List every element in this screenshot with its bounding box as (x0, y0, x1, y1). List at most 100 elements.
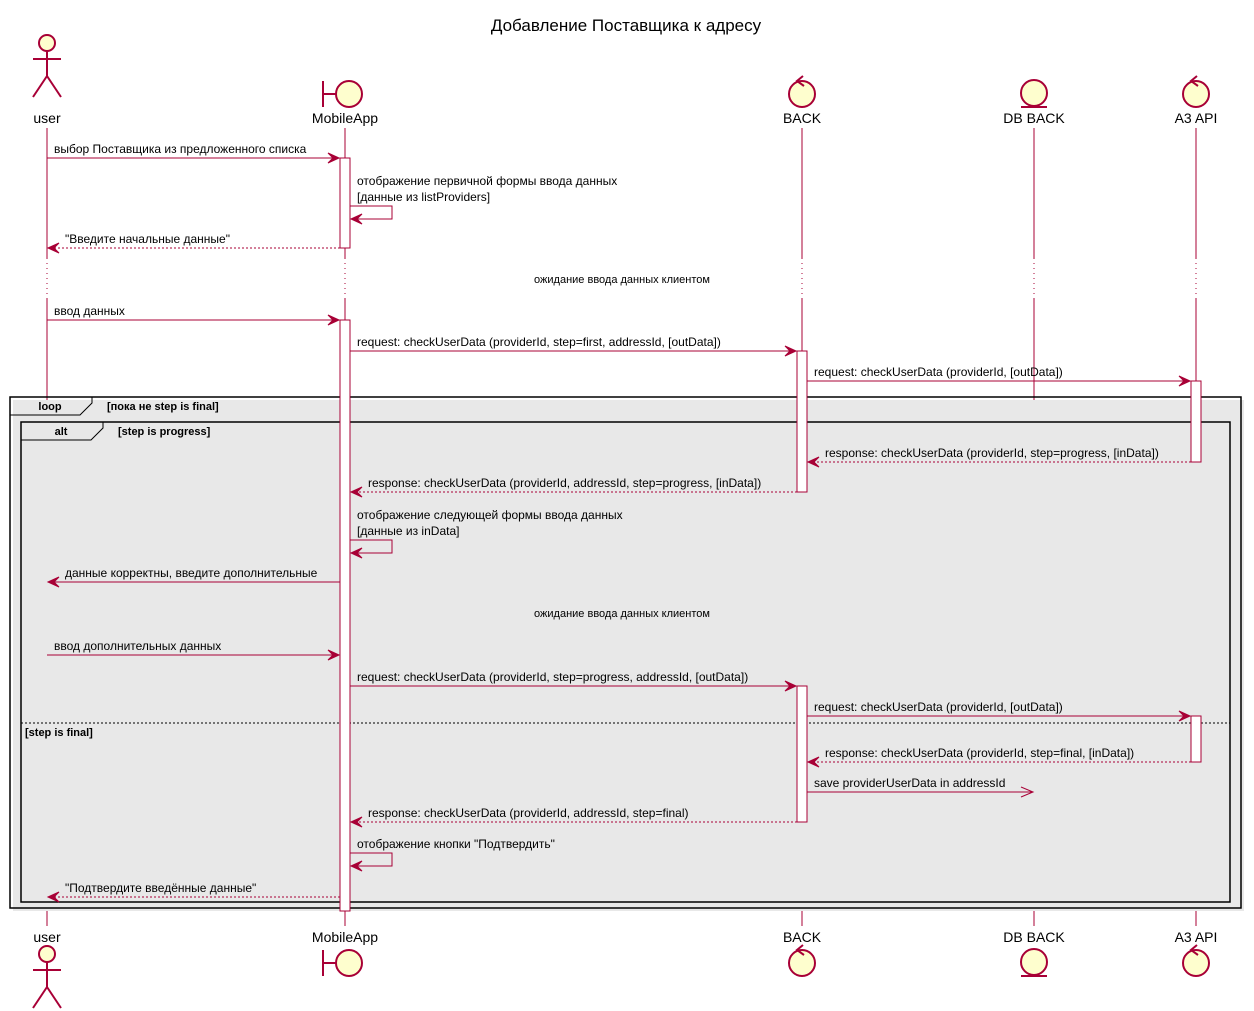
self-arrow (350, 539, 393, 554)
message-label: [данные из listProviders] (357, 190, 490, 204)
participant-label: user (33, 110, 61, 126)
message-label: [данные из inData] (357, 524, 459, 538)
control-icon (1182, 75, 1210, 108)
boundary-icon (322, 80, 363, 108)
message-1: выбор Поставщика из предложенного списка (47, 142, 341, 164)
message-12: request: checkUserData (providerId, step… (350, 670, 798, 692)
arrowhead (327, 314, 341, 326)
arrowhead (1178, 375, 1192, 387)
alt-frame: alt [step is progress] [step is final] (20, 421, 1233, 905)
arrowhead (349, 486, 363, 498)
alt-frame-keyword: alt (55, 426, 68, 438)
actor-icon (32, 945, 62, 1009)
message-label: request: checkUserData (providerId, step… (357, 670, 748, 684)
message-11: ввод дополнительных данных (47, 639, 341, 661)
loop-frame-guard: [пока не step is final] (107, 401, 219, 413)
arrowhead-open (1020, 786, 1035, 798)
arrowhead (46, 891, 60, 903)
message-label: выбор Поставщика из предложенного списка (54, 142, 307, 156)
message-label: данные корректны, введите дополнительные (65, 566, 318, 580)
boundary-icon (322, 949, 363, 977)
participant-label: MobileApp (312, 110, 378, 126)
alt-frame-guard: [step is progress] (118, 426, 211, 438)
delay-label: ожидание ввода данных клиентом (534, 608, 710, 620)
activation-back (796, 350, 808, 493)
participant-db-top: DB BACK (1003, 79, 1065, 126)
participant-app-top: MobileApp (312, 80, 378, 126)
message-5: request: checkUserData (providerId, step… (350, 335, 798, 357)
loop-frame-keyword: loop (38, 401, 61, 413)
activation-back (796, 685, 808, 823)
message-13: request: checkUserData (providerId, [out… (807, 700, 1192, 722)
participant-db-bottom: DB BACK (1003, 929, 1065, 977)
participant-label: A3 API (1175, 929, 1218, 945)
activation-a3 (1190, 715, 1202, 763)
arrowhead (349, 213, 363, 225)
alt-else-guard: [step is final] (25, 727, 93, 739)
arrowhead (1178, 710, 1192, 722)
control-icon (1182, 944, 1210, 977)
control-icon (788, 944, 816, 977)
message-label: request: checkUserData (providerId, [out… (814, 365, 1063, 379)
participant-label: BACK (783, 110, 822, 126)
arrowhead (349, 547, 363, 559)
participant-a3-bottom: A3 API (1175, 929, 1218, 977)
entity-icon (1020, 948, 1048, 977)
participant-label: user (33, 929, 61, 945)
message-17: отображение кнопки "Подтвердить" (349, 837, 555, 872)
message-label: "Подтвердите введённые данные" (65, 881, 256, 895)
message-label: request: checkUserData (providerId, [out… (814, 700, 1063, 714)
participant-back-bottom: BACK (783, 929, 822, 977)
arrowhead (46, 576, 60, 588)
message-label: request: checkUserData (providerId, step… (357, 335, 721, 349)
message-label: response: checkUserData (providerId, add… (368, 476, 761, 490)
activation-app (339, 157, 351, 249)
arrowhead (349, 816, 363, 828)
arrowhead (806, 456, 820, 468)
participant-back-top: BACK (783, 75, 822, 126)
actor-icon (32, 34, 62, 98)
arrowhead (327, 152, 341, 164)
self-arrow (350, 852, 393, 867)
control-icon (788, 75, 816, 108)
activation-app (339, 319, 351, 912)
message-label: "Введите начальные данные" (65, 232, 230, 246)
arrowhead (806, 756, 820, 768)
message-label: response: checkUserData (providerId, ste… (825, 746, 1134, 760)
message-label: отображение кнопки "Подтвердить" (357, 837, 555, 851)
message-16: response: checkUserData (providerId, add… (349, 806, 797, 828)
participant-app-bottom: MobileApp (312, 929, 378, 977)
participant-label: BACK (783, 929, 822, 945)
participant-label: MobileApp (312, 929, 378, 945)
arrowhead (784, 680, 798, 692)
arrowhead (327, 649, 341, 661)
message-10: данные корректны, введите дополнительные (46, 566, 340, 588)
message-2: отображение первичной формы ввода данных… (349, 174, 617, 225)
message-label: ввод дополнительных данных (54, 639, 221, 653)
diagram-title: Добавление Поставщика к адресу (491, 16, 762, 35)
activation-a3 (1190, 380, 1202, 463)
message-6: request: checkUserData (providerId, [out… (807, 365, 1192, 387)
message-9: отображение следующей формы ввода данных… (349, 508, 623, 559)
message-15: save providerUserData in addressId (807, 776, 1035, 798)
message-label: save providerUserData in addressId (814, 776, 1005, 790)
arrowhead (784, 345, 798, 357)
participant-label: DB BACK (1003, 929, 1065, 945)
message-18: "Подтвердите введённые данные" (46, 881, 340, 903)
message-label: response: checkUserData (providerId, add… (368, 806, 689, 820)
message-7: response: checkUserData (providerId, ste… (806, 446, 1191, 468)
message-14: response: checkUserData (providerId, ste… (806, 746, 1191, 768)
message-label: response: checkUserData (providerId, ste… (825, 446, 1159, 460)
message-label: ввод данных (54, 304, 125, 318)
participant-a3-top: A3 API (1175, 75, 1218, 126)
message-label: отображение следующей формы ввода данных (357, 508, 623, 522)
participant-label: DB BACK (1003, 110, 1065, 126)
message-3: "Введите начальные данные" (46, 232, 340, 254)
message-8: response: checkUserData (providerId, add… (349, 476, 797, 498)
participant-label: A3 API (1175, 110, 1218, 126)
arrowhead (46, 242, 60, 254)
message-label: отображение первичной формы ввода данных (357, 174, 617, 188)
self-arrow (350, 205, 393, 220)
arrowhead (349, 860, 363, 872)
entity-icon (1020, 79, 1048, 108)
